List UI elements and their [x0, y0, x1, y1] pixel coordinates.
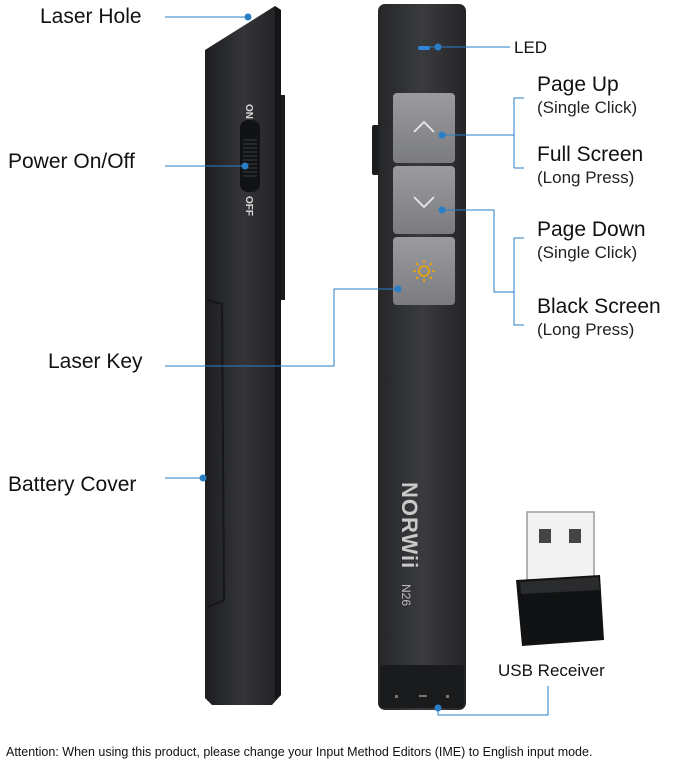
label-laser-hole: Laser Hole	[40, 5, 142, 28]
presenter-front-view	[372, 4, 466, 710]
label-laser-key: Laser Key	[48, 350, 143, 373]
presenter-side-view	[205, 6, 285, 705]
callout-dots	[199, 13, 446, 712]
label-page-up: Page Up	[537, 73, 619, 96]
led-indicator	[418, 46, 430, 50]
chevron-up-icon	[413, 120, 435, 133]
sun-icon	[413, 260, 435, 282]
label-led: LED	[514, 38, 548, 57]
label-black-screen: Black Screen	[537, 295, 661, 318]
label-full-screen: Full Screen	[537, 143, 644, 166]
page-down-button[interactable]	[393, 166, 455, 234]
switch-on-mark: ON	[243, 104, 254, 119]
label-power: Power On/Off	[8, 150, 135, 173]
brand-name: NORWii	[397, 482, 422, 569]
laser-button[interactable]	[393, 237, 455, 305]
label-battery-cover: Battery Cover	[8, 473, 137, 496]
switch-off-mark: OFF	[243, 196, 254, 216]
page-up-button[interactable]	[393, 93, 455, 163]
usb-receiver	[516, 511, 604, 646]
label-full-screen-sub: (Long Press)	[537, 168, 635, 187]
notice-text: Attention: When using this product, plea…	[6, 745, 593, 759]
label-page-down-sub: (Single Click)	[537, 243, 638, 262]
label-usb-receiver: USB Receiver	[498, 661, 605, 680]
usb-storage-end	[380, 665, 464, 708]
model-number: N26	[399, 584, 413, 606]
label-page-up-sub: (Single Click)	[537, 98, 638, 117]
label-black-screen-sub: (Long Press)	[537, 320, 635, 339]
label-page-down: Page Down	[537, 218, 646, 241]
chevron-down-icon	[413, 196, 435, 209]
callout-lines	[165, 16, 549, 716]
